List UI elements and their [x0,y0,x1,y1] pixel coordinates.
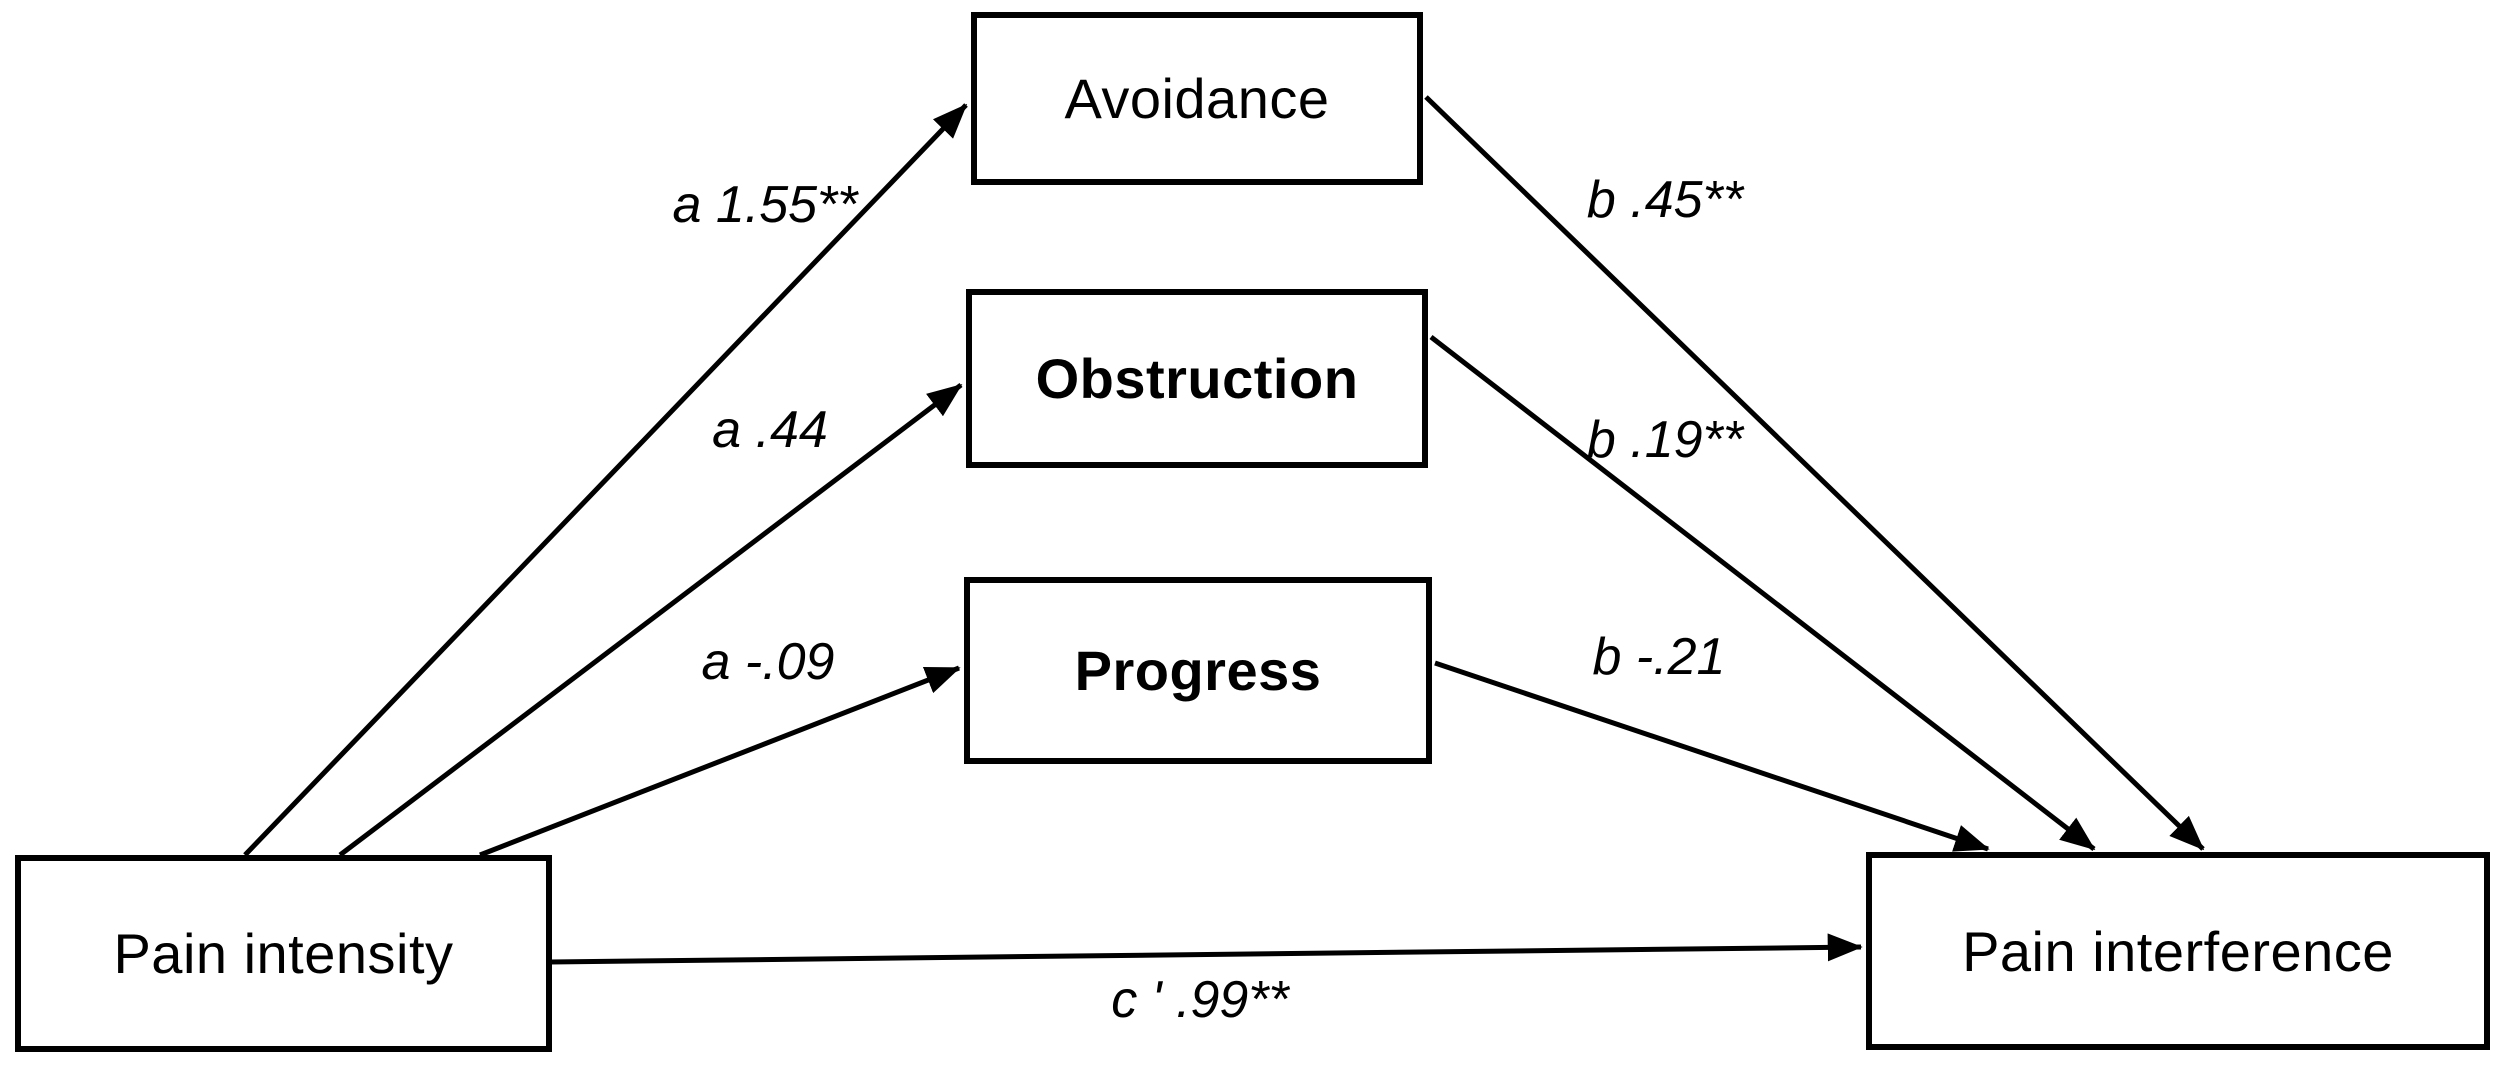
node-pain-intensity: Pain intensity [15,855,552,1052]
node-avoidance: Avoidance [971,12,1423,185]
path-label-a-avoidance: a 1.55** [672,176,858,234]
node-avoidance-label: Avoidance [1064,67,1330,130]
arrow-a-obstruction [338,383,963,857]
node-pain-intensity-label: Pain intensity [113,922,454,985]
arrow-b-progress [1434,660,1990,852]
path-label-a-obstruction: a .44 [712,401,828,459]
path-label-b-progress: b -.21 [1592,628,1726,686]
node-progress: Progress [964,577,1432,764]
path-label-b-obstruction: b .19** [1586,411,1744,469]
node-pain-interference-label: Pain interference [1962,919,2394,983]
path-label-b-avoidance: b .45** [1586,171,1744,229]
arrow-a-progress [479,665,961,858]
path-label-a-progress: a -.09 [701,633,835,691]
node-obstruction: Obstruction [966,289,1428,468]
node-obstruction-label: Obstruction [1035,347,1359,410]
node-pain-interference: Pain interference [1866,852,2490,1050]
arrow-b-avoidance [1424,95,2205,851]
arrow-b-obstruction [1429,335,2096,851]
node-progress-label: Progress [1074,639,1322,702]
arrow-a-avoidance [243,103,968,857]
arrow-c-direct [549,933,1863,965]
path-label-c-direct: c ' .99** [1111,971,1289,1029]
